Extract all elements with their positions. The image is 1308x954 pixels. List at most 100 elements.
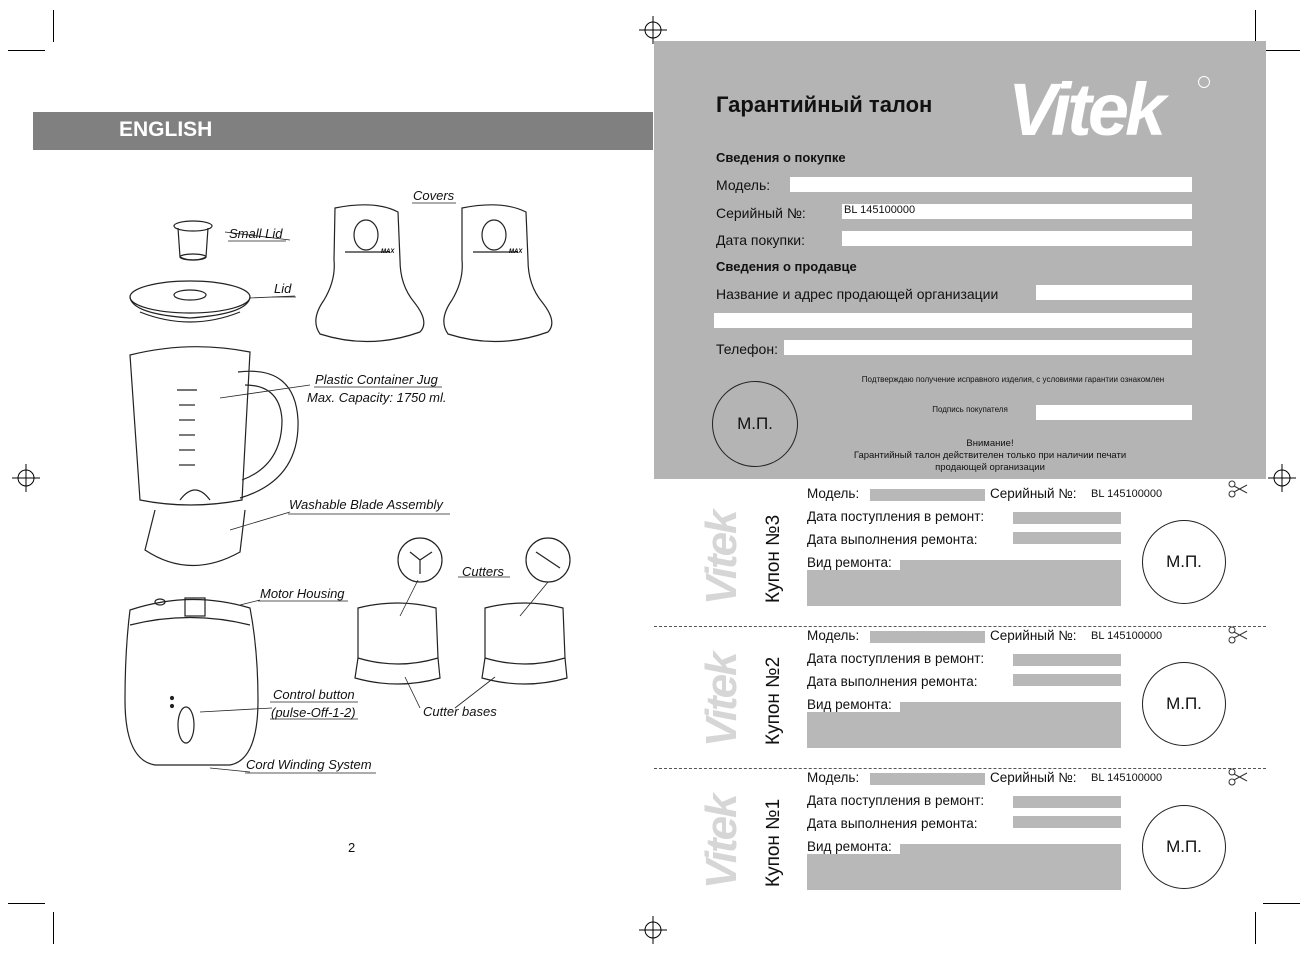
coupon-model-label: Модель:	[807, 770, 860, 785]
label-lid: Lid	[274, 281, 292, 296]
coupon-stamp-area: М.П.	[1142, 520, 1226, 604]
seller-name-label: Название и адрес продающей организации	[716, 286, 999, 302]
crop-mark	[1255, 10, 1256, 42]
label-covers: Covers	[413, 188, 455, 203]
crop-mark	[53, 912, 54, 944]
coupon-brand-watermark: Vitek	[697, 795, 746, 889]
notice-line-2: продающей организации	[935, 462, 1045, 473]
coupon-serial-value: BL 145100000	[1091, 630, 1163, 642]
coupon-completed-field[interactable]	[1013, 532, 1121, 544]
coupon-received-field[interactable]	[1013, 654, 1121, 666]
small-lid-drawing	[173, 220, 213, 261]
cover-right-drawing	[443, 204, 553, 343]
registration-mark-icon	[639, 16, 667, 44]
language-banner: ENGLISH	[33, 112, 653, 150]
signature-label: Подпись покупателя	[932, 405, 1008, 414]
warranty-title: Гарантийный талон	[716, 92, 933, 117]
coupon-stamp-area: М.П.	[1142, 662, 1226, 746]
phone-label: Телефон:	[716, 341, 778, 357]
notice-title: Внимание!	[966, 438, 1014, 449]
coupon-model-label: Модель:	[807, 486, 860, 501]
label-control-modes: (pulse-Off-1-2)	[271, 705, 356, 720]
crop-mark	[1263, 50, 1300, 51]
registration-mark-icon	[12, 464, 40, 492]
coupon-repair-type-label: Вид ремонта:	[807, 839, 900, 854]
coupon-received-field[interactable]	[1013, 512, 1121, 524]
cut-line	[654, 768, 1266, 769]
seller-name-field[interactable]	[1036, 285, 1192, 300]
coupon-model-field[interactable]	[870, 631, 985, 643]
motor-housing-drawing	[124, 597, 259, 766]
brand-logo: Vitek	[1008, 68, 1166, 151]
coupon-completed-label: Дата выполнения ремонта:	[807, 816, 978, 831]
registered-icon	[1198, 76, 1210, 88]
blender-parts-diagram: Covers Small Lid Lid Plastic Container J…	[124, 188, 571, 774]
scissors-icon[interactable]	[1228, 480, 1248, 498]
registration-mark-icon	[639, 916, 667, 944]
cut-line	[654, 626, 1266, 627]
crop-mark	[8, 50, 45, 51]
lid-drawing	[129, 280, 251, 323]
warranty-stamp-area: М.П.	[712, 381, 798, 467]
coupon-serial-label: Серийный №:	[990, 486, 1077, 501]
label-cutter-bases: Cutter bases	[423, 704, 497, 719]
coupon-serial-label: Серийный №:	[990, 770, 1077, 785]
label-motor: Motor Housing	[260, 586, 345, 601]
crop-mark	[1263, 903, 1300, 904]
page-number: 2	[348, 840, 356, 855]
jug-drawing	[129, 346, 299, 567]
coupon-completed-label: Дата выполнения ремонта:	[807, 674, 978, 689]
label-blade: Washable Blade Assembly	[289, 497, 444, 512]
scissors-icon[interactable]	[1228, 626, 1248, 644]
coupon-repair-type-label: Вид ремонта:	[807, 555, 900, 570]
coupon-repair-type-label: Вид ремонта:	[807, 697, 900, 712]
coupon-title: Купон №2	[763, 656, 784, 745]
registration-mark-icon	[1268, 464, 1296, 492]
coupon-received-label: Дата поступления в ремонт:	[807, 793, 985, 808]
purchase-section-title: Сведения о покупке	[716, 150, 846, 165]
label-cord: Cord Winding System	[246, 757, 372, 772]
coupon-received-label: Дата поступления в ремонт:	[807, 651, 985, 666]
coupon-serial-value: BL 145100000	[1091, 488, 1163, 500]
coupon-received-field[interactable]	[1013, 796, 1121, 808]
coupon-model-label: Модель:	[807, 628, 860, 643]
coupon-title: Купон №3	[763, 514, 784, 603]
coupon-completed-field[interactable]	[1013, 816, 1121, 828]
cover-left-drawing	[315, 204, 425, 343]
coupon-model-field[interactable]	[870, 773, 985, 785]
coupon-received-label: Дата поступления в ремонт:	[807, 509, 985, 524]
label-jug-capacity: Max. Capacity: 1750 ml.	[307, 390, 446, 405]
crop-mark	[1255, 912, 1256, 944]
confirm-text: Подтверждаю получение исправного изделия…	[861, 375, 1165, 384]
coupon-brand-watermark: Vitek	[697, 653, 746, 747]
section-title: ENGLISH	[119, 118, 213, 141]
signature-field[interactable]	[1036, 405, 1192, 420]
coupon-serial-label: Серийный №:	[990, 628, 1077, 643]
seller-address-field[interactable]	[714, 313, 1192, 328]
notice-line-1: Гарантийный талон действителен только пр…	[853, 450, 1127, 461]
model-field[interactable]	[790, 177, 1192, 192]
max-mark-left: MAX	[381, 249, 395, 255]
cutter-right-drawing	[481, 537, 571, 685]
label-control: Control button	[273, 687, 355, 702]
coupon-completed-field[interactable]	[1013, 674, 1121, 686]
label-small-lid: Small Lid	[229, 226, 283, 241]
purchase-date-label: Дата покупки:	[716, 232, 805, 248]
serial-label: Серийный №:	[716, 205, 806, 221]
cutter-left-drawing	[354, 537, 443, 685]
scissors-icon[interactable]	[1228, 768, 1248, 786]
max-mark-right: MAX	[509, 249, 523, 255]
crop-mark	[53, 10, 54, 42]
serial-value: BL 145100000	[844, 204, 916, 216]
label-jug: Plastic Container Jug	[315, 372, 439, 387]
model-label: Модель:	[716, 177, 771, 193]
label-cutters: Cutters	[462, 564, 504, 579]
crop-mark	[8, 903, 45, 904]
coupon-model-field[interactable]	[870, 489, 985, 501]
coupon-stamp-area: М.П.	[1142, 805, 1226, 889]
purchase-date-field[interactable]	[842, 231, 1192, 246]
coupon-brand-watermark: Vitek	[697, 511, 746, 605]
coupon-completed-label: Дата выполнения ремонта:	[807, 532, 978, 547]
serial-field[interactable]: BL 145100000	[842, 204, 1192, 219]
phone-field[interactable]	[784, 340, 1192, 355]
